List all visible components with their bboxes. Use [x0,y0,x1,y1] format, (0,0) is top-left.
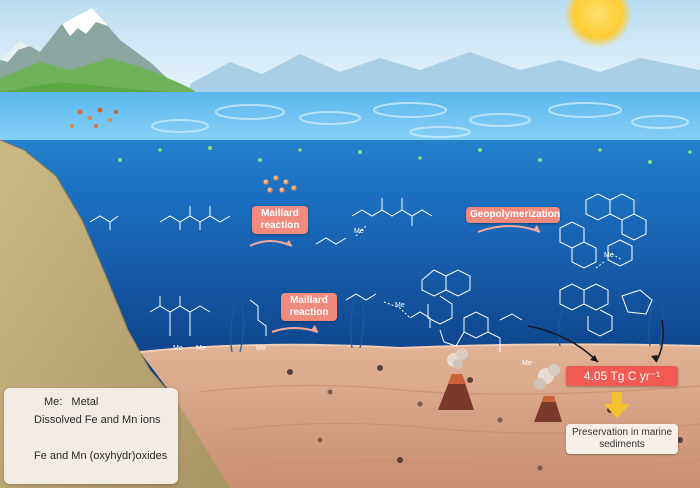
methyl-group: Me [196,345,206,352]
legend-oxides: Fe and Mn (oxyhydr)oxides [34,450,168,462]
methyl-group: Me [522,360,532,367]
sun-icon [564,0,632,48]
legend-metal-value: Metal [71,396,99,408]
reaction-arrow [271,325,319,333]
reaction-arrow [477,225,541,233]
metal-symbol: Me [395,302,405,309]
legend: Me: Metal Dissolved Fe and Mn ions Fe an… [4,388,178,484]
maillard-reaction-label-2: Maillard reaction [281,293,337,321]
volcano-icon [438,348,474,410]
methyl-group: Me [173,345,183,352]
reaction-arrow [249,240,293,247]
dissolved-ion-icon [263,175,297,193]
preservation-box: Preservation in marine sediments [566,424,678,454]
volcano-icon [534,364,562,422]
legend-metal-key: Me: [44,396,63,408]
maillard-reaction-label-1: Maillard reaction [252,206,308,234]
carbon-flux-box: 4.05 Tg C yr⁻¹ [566,366,678,386]
metal-symbol: Me [604,252,614,259]
methyl-group: Me [256,345,266,352]
down-arrow-icon [604,392,630,418]
legend-dissolved-ions: Dissolved Fe and Mn ions [34,414,161,426]
geopolymerization-label: Geopolymerization [466,207,560,223]
metal-symbol: Me [354,228,364,235]
runoff-particles [70,107,118,128]
